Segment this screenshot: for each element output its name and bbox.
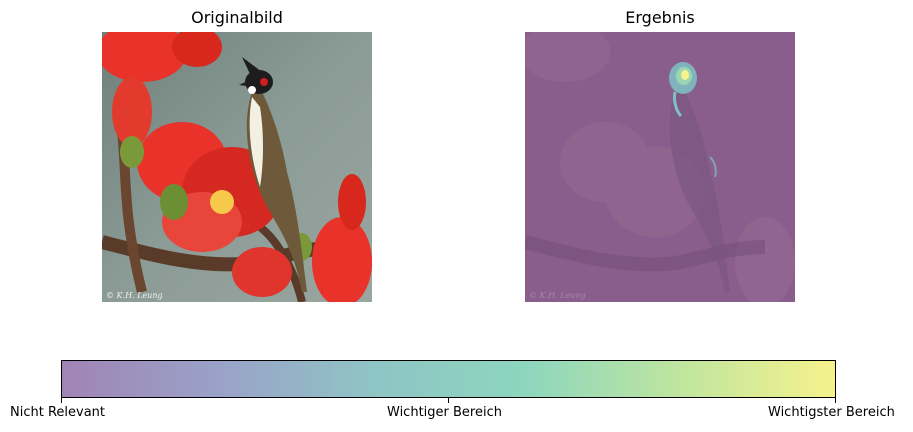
- colorbar-label-low: Nicht Relevant: [10, 405, 106, 420]
- colorbar: [61, 360, 836, 398]
- original-image: © K.H. Leung: [102, 32, 372, 302]
- result-heatmap-image: © K.H. Leung: [525, 32, 795, 302]
- colorbar-tick-high: [835, 398, 836, 403]
- result-image-title: Ergebnis: [625, 8, 695, 27]
- colorbar-label-high: Wichtigster Bereich: [768, 405, 895, 420]
- watermark-text-result: © K.H. Leung: [529, 291, 586, 300]
- colorbar-label-mid: Wichtiger Bereich: [387, 405, 502, 420]
- watermark-text: © K.H. Leung: [106, 291, 163, 300]
- original-image-title: Originalbild: [191, 8, 283, 27]
- colorbar-tick-mid: [448, 398, 449, 403]
- colorbar-tick-low: [61, 398, 62, 403]
